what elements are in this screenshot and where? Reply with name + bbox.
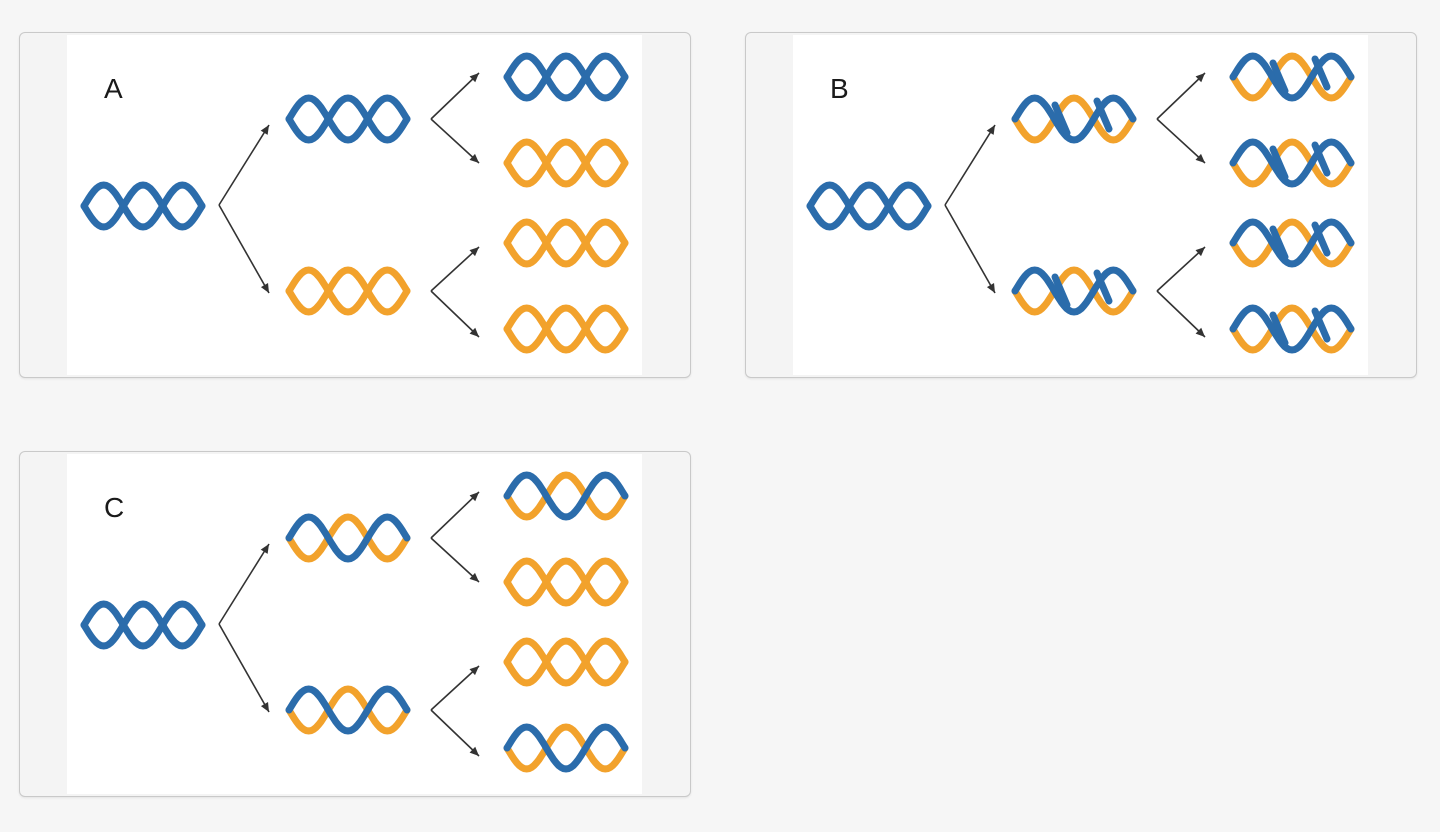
generation1-dna-icon bbox=[285, 94, 411, 144]
arrow-to-gen2-4 bbox=[430, 709, 480, 757]
arrow-to-gen2-4 bbox=[430, 290, 480, 338]
arrow-to-upper-daughter bbox=[218, 124, 270, 206]
arrow-to-lower-daughter bbox=[944, 204, 996, 294]
generation2-dna-icon bbox=[503, 723, 629, 773]
parent-dna-icon bbox=[80, 181, 206, 231]
arrow-to-gen2-2 bbox=[1156, 118, 1206, 164]
parent-dna-icon bbox=[806, 181, 932, 231]
generation2-dna-icon bbox=[503, 637, 629, 687]
arrow-to-upper-daughter bbox=[218, 543, 270, 625]
generation1-dna-icon bbox=[285, 685, 411, 735]
generation2-dna-icon bbox=[503, 304, 629, 354]
generation2-dna-icon bbox=[503, 138, 629, 188]
option-a-label: A bbox=[104, 73, 123, 104]
arrow-to-gen2-1 bbox=[1156, 72, 1206, 120]
generation2-dna-icon bbox=[503, 557, 629, 607]
option-c-card[interactable]: C bbox=[19, 451, 691, 797]
arrow-to-gen2-1 bbox=[430, 491, 480, 539]
generation1-dna-icon bbox=[1011, 94, 1137, 144]
option-a-diagram bbox=[80, 52, 629, 354]
option-c-label: C bbox=[104, 492, 125, 523]
arrow-to-lower-daughter bbox=[218, 623, 270, 713]
generation1-dna-icon bbox=[285, 513, 411, 563]
generation1-dna-icon bbox=[285, 266, 411, 316]
arrow-to-lower-daughter bbox=[218, 204, 270, 294]
arrow-to-gen2-3 bbox=[430, 665, 480, 711]
option-b-card[interactable]: B bbox=[745, 32, 1417, 378]
generation2-dna-icon bbox=[1229, 304, 1355, 354]
parent-dna-icon bbox=[80, 600, 206, 650]
arrow-to-gen2-2 bbox=[430, 118, 480, 164]
generation1-dna-icon bbox=[1011, 266, 1137, 316]
generation2-dna-icon bbox=[503, 52, 629, 102]
arrow-to-gen2-4 bbox=[1156, 290, 1206, 338]
option-c-diagram-area: C bbox=[67, 454, 642, 794]
arrow-to-gen2-1 bbox=[430, 72, 480, 120]
option-b-diagram-area: B bbox=[793, 35, 1368, 375]
generation2-dna-icon bbox=[1229, 138, 1355, 188]
arrow-to-gen2-3 bbox=[430, 246, 480, 292]
generation2-dna-icon bbox=[1229, 218, 1355, 268]
arrow-to-upper-daughter bbox=[944, 124, 996, 206]
generation2-dna-icon bbox=[503, 471, 629, 521]
option-a-diagram-area: A bbox=[67, 35, 642, 375]
option-c-diagram bbox=[80, 471, 629, 773]
generation2-dna-icon bbox=[503, 218, 629, 268]
option-b-label: B bbox=[830, 73, 849, 104]
arrow-to-gen2-2 bbox=[430, 537, 480, 583]
generation2-dna-icon bbox=[1229, 52, 1355, 102]
option-b-diagram bbox=[806, 52, 1355, 354]
arrow-to-gen2-3 bbox=[1156, 246, 1206, 292]
option-a-card[interactable]: A bbox=[19, 32, 691, 378]
